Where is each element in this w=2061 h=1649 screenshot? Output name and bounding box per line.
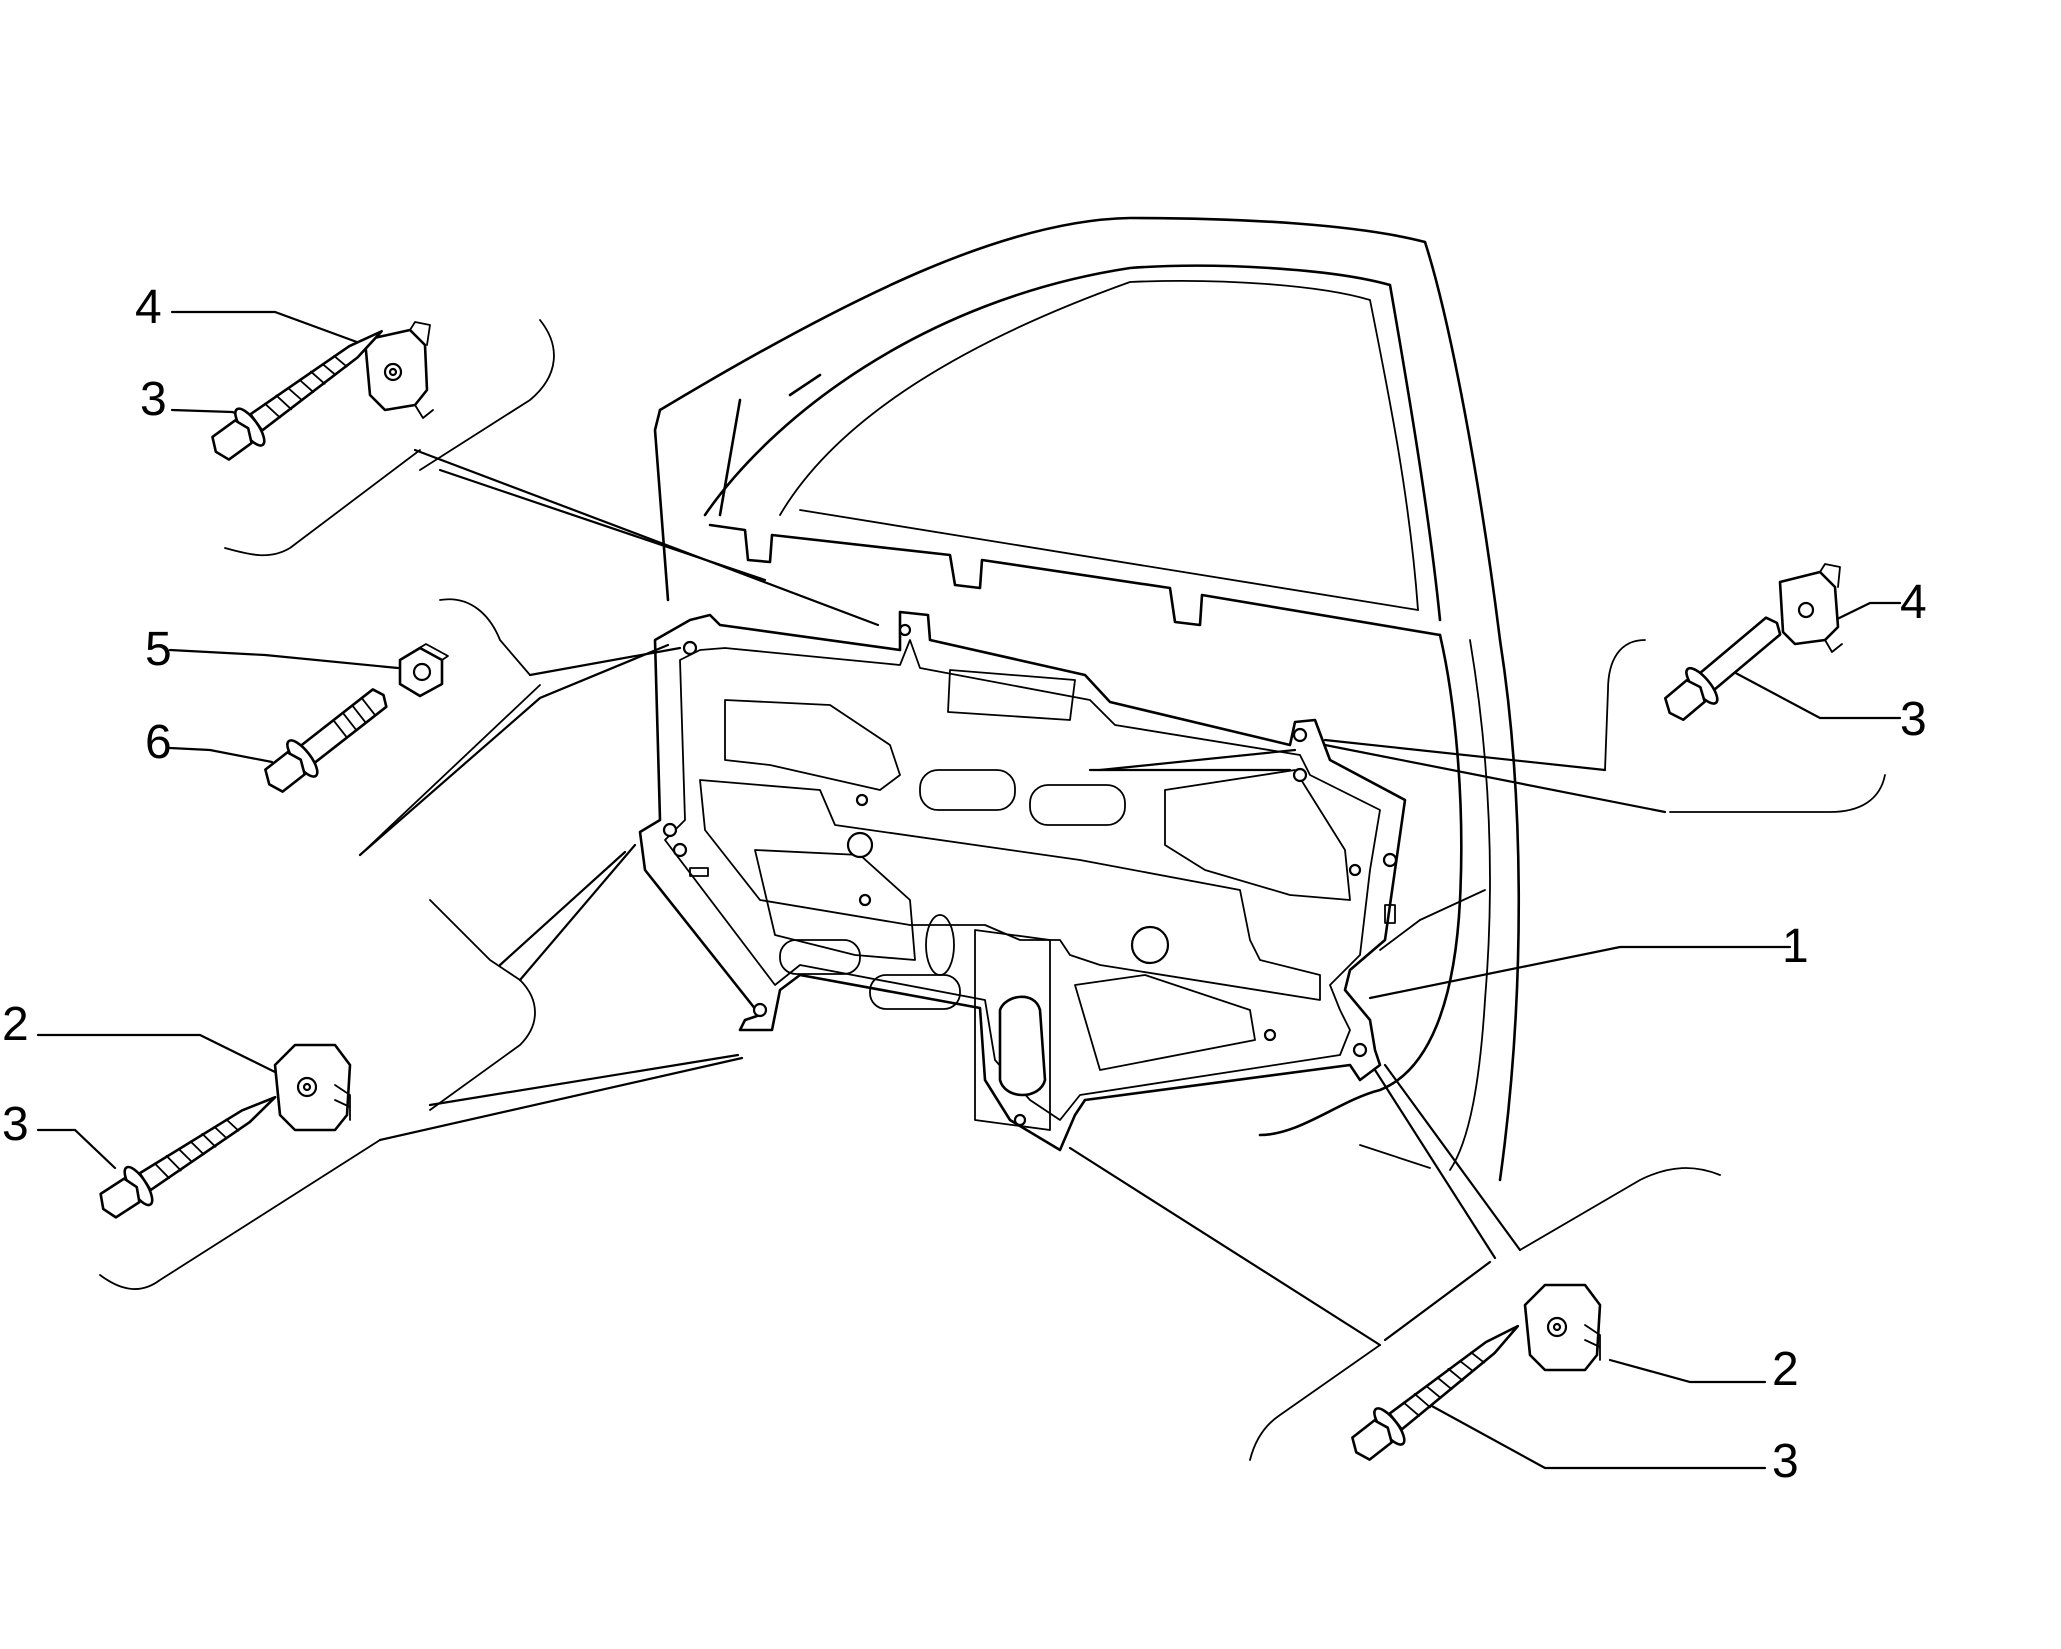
self-tapping-screw-part-3-bottom-right <box>1351 1324 1520 1461</box>
callout-2-bottom-right: 2 <box>1772 1343 1799 1396</box>
door-shell-outline <box>653 216 1521 1182</box>
spring-nut-clip-part-4-right <box>1778 563 1843 653</box>
self-tapping-screw-part-3 <box>211 329 383 461</box>
callout-6: 6 <box>145 716 172 769</box>
hex-nut-part-5 <box>398 643 449 698</box>
callout-3-left: 3 <box>2 1098 29 1151</box>
window-regulator-panel <box>638 610 1407 1152</box>
callout-4-right: 4 <box>1900 576 1927 629</box>
bolt-part-3-right <box>1663 616 1782 722</box>
bolt-part-6 <box>264 688 388 793</box>
spring-nut-clip-part-4 <box>363 321 434 419</box>
callout-2-left: 2 <box>2 998 29 1051</box>
clip-part-2-left <box>273 1043 352 1132</box>
bracket-curves <box>99 319 1886 1461</box>
clip-part-2-bottom-right <box>1523 1283 1602 1372</box>
callout-1: 1 <box>1782 920 1809 973</box>
callout-labels: 4 3 5 6 2 3 4 3 1 2 3 <box>2 281 1927 1488</box>
self-tapping-screw-part-3-left <box>99 1095 277 1219</box>
callout-4-top-left: 4 <box>135 281 162 334</box>
leader-lines <box>36 310 1902 1470</box>
callout-3-right: 3 <box>1900 693 1927 746</box>
callout-3-bottom-right: 3 <box>1772 1435 1799 1488</box>
callout-5: 5 <box>145 623 172 676</box>
callout-3-top-left: 3 <box>140 373 167 426</box>
